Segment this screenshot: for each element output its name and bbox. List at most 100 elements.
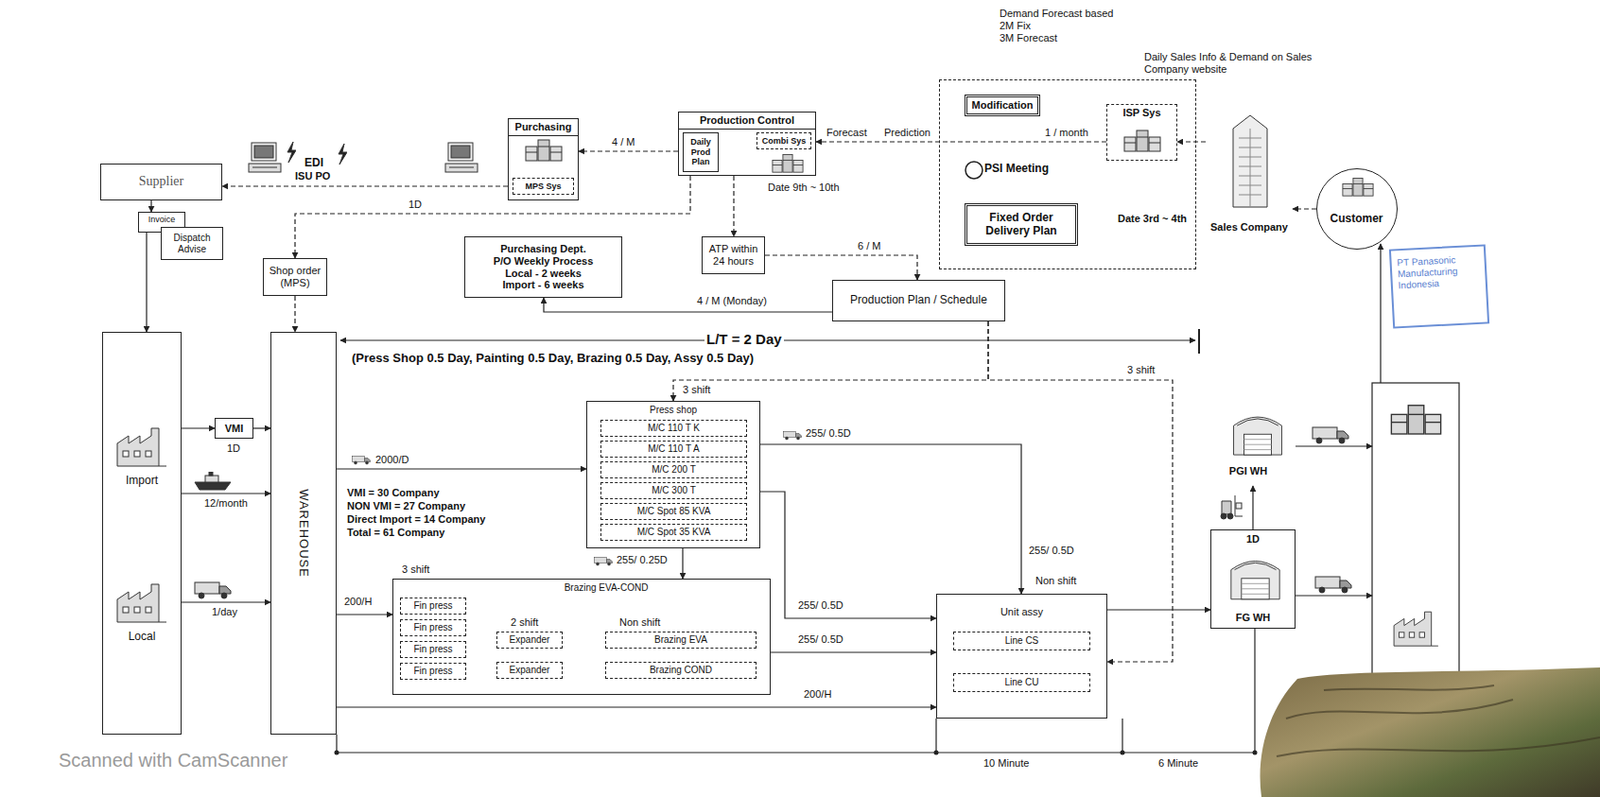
node-text: Daily Prod Plan <box>687 137 714 167</box>
icon <box>352 456 371 466</box>
flow-connector <box>816 140 1107 142</box>
sales-company: Sales Company <box>1205 105 1293 237</box>
flow-connector <box>760 444 1022 594</box>
flow-connector <box>770 651 937 653</box>
node-text: Import <box>103 474 181 488</box>
node-text: Unit assy <box>937 606 1107 619</box>
annotation-text: Non shift <box>1035 574 1077 588</box>
node-text: Expander <box>509 664 551 677</box>
node-text: Fixed Order Delivery Plan <box>971 211 1072 239</box>
flow-connector <box>181 427 215 429</box>
process-box: Brazing EVA-CONDFin pressFin pressFin pr… <box>392 578 771 696</box>
node-text: Purchasing Dept. <box>500 243 586 256</box>
icon <box>338 143 348 165</box>
flow-label: 200/H <box>342 595 374 609</box>
process-box: Modification <box>964 94 1041 117</box>
document-box: Shop order (MPS) <box>262 258 328 296</box>
flow-line <box>1379 243 1381 383</box>
annotation-text: 1D <box>226 442 241 455</box>
machine-box: M/C 200 T <box>600 461 748 479</box>
flow-label: Forecast <box>824 126 870 140</box>
icon <box>445 142 478 173</box>
flow-connector <box>578 150 679 152</box>
machine-box: Fin press <box>400 597 467 615</box>
document-box: Daily Prod Plan <box>682 132 719 173</box>
annotation-text: Non shift <box>619 616 661 629</box>
flow-line <box>935 718 937 753</box>
flow-label: 255/ 0.5D <box>803 427 853 440</box>
node-text: Date 3rd ~ 4th <box>1112 212 1193 226</box>
flow-connector <box>336 706 937 708</box>
machine-box: Fin press <box>400 619 467 637</box>
flow-label: 1/day <box>209 606 240 619</box>
system-box: Combi Sys <box>756 132 812 150</box>
icon <box>1231 560 1280 599</box>
flow-line <box>1295 445 1373 447</box>
icon <box>783 432 802 441</box>
icon <box>287 141 296 163</box>
flow-connector <box>760 491 937 619</box>
annotation-text: 255/ 0.5D <box>1028 544 1075 557</box>
stamp-text: PT Panasonic Manufacturing Indonesia <box>1396 253 1484 293</box>
icon <box>772 155 803 174</box>
warehouse-icon: 1D FG WH <box>1210 529 1296 629</box>
annotation-text: 10 Minute <box>983 757 1029 770</box>
annotation-text: 3M Forecast <box>999 32 1058 45</box>
flow-connector <box>1292 208 1317 209</box>
annotation-text: VMI = 30 Company <box>347 486 440 500</box>
dot <box>934 750 940 756</box>
node-text: Local - 2 weeks <box>504 267 582 280</box>
node-text: Modification <box>972 99 1034 112</box>
node-text: M/C 110 T A <box>647 443 699 455</box>
warehouse-box: WAREHOUSE <box>270 331 337 735</box>
flow-connector <box>681 548 683 579</box>
flow-label: 3 shift <box>1125 364 1157 377</box>
node-text: Import - 6 weeks <box>502 278 584 292</box>
flow-label: 4 / M (Monday) <box>695 295 769 308</box>
icon <box>1233 115 1268 208</box>
node-text: Expander <box>509 634 551 646</box>
flow-connector <box>145 232 147 332</box>
line-box: Line CS <box>953 631 1091 651</box>
meeting-label: PSI Meeting <box>959 158 1069 182</box>
document-box: Dispatch Advise <box>160 226 224 261</box>
node-text: Brazing EVA-COND <box>535 582 678 594</box>
flow-line <box>1198 329 1200 354</box>
icon <box>1234 417 1283 455</box>
dot <box>1120 750 1126 756</box>
flow-label: 4 / M <box>609 136 637 149</box>
stamp <box>1390 244 1489 328</box>
node-text: PSI Meeting <box>984 162 1049 176</box>
process-box: Fixed Order Delivery Plan <box>964 203 1079 246</box>
process-box: Press shopM/C 110 T KM/C 110 T AM/C 200 … <box>586 400 761 549</box>
node-text: PGI WH <box>1200 465 1296 478</box>
flow-connector <box>294 295 296 332</box>
flow-label: 255/ 0.5D <box>796 599 846 612</box>
external-entity: Supplier <box>100 163 223 201</box>
node-text: Fin press <box>413 622 453 634</box>
node-text: M/C Spot 35 KVA <box>637 526 712 539</box>
icon <box>1391 405 1441 435</box>
machine-box: Expander <box>496 631 563 649</box>
flow-label: 6 / M <box>855 240 883 253</box>
node-text: Line CU <box>1004 677 1039 689</box>
icon <box>117 428 167 467</box>
icon <box>1220 495 1243 520</box>
node-text: 1D <box>1211 533 1295 546</box>
warehouse-icon: PGI WH <box>1200 406 1296 487</box>
customer-circle: Customer <box>1316 168 1398 250</box>
icon <box>1315 576 1352 593</box>
node-text: Combi Sys <box>762 136 807 146</box>
node-text: FG WH <box>1211 611 1295 625</box>
node-text: Brazing EVA <box>654 634 708 646</box>
photo-corner <box>1260 667 1600 797</box>
node-text: Brazing COND <box>649 664 713 677</box>
icon <box>194 471 231 490</box>
node-text: Purchasing <box>508 119 578 137</box>
annotation-text: 2M Fix <box>999 19 1031 33</box>
dot <box>334 750 1258 756</box>
machine-box: M/C 300 T <box>600 482 748 500</box>
note-box: Purchasing Dept.P/O Weekly ProcessLocal … <box>464 236 623 298</box>
machine-box: M/C Spot 85 KVA <box>600 503 748 521</box>
